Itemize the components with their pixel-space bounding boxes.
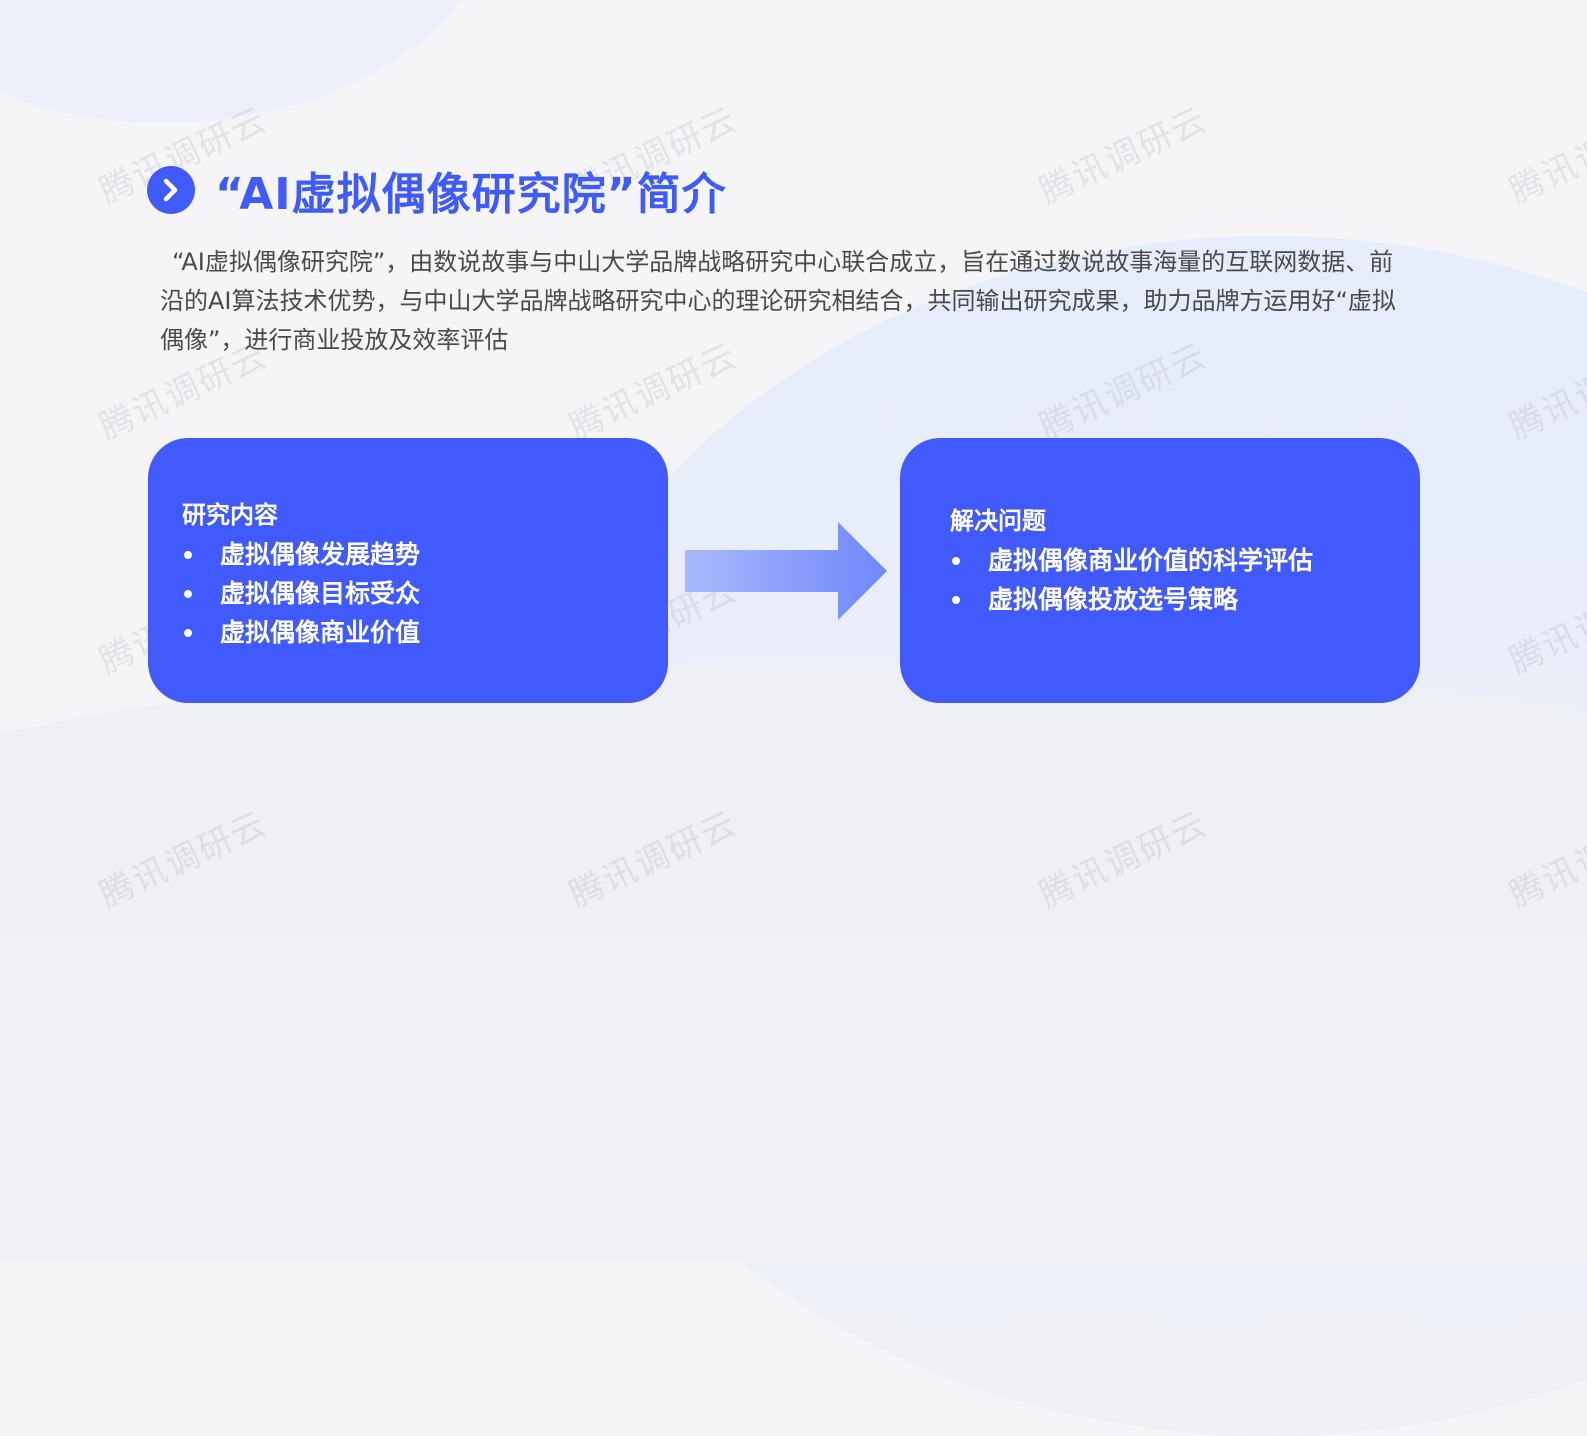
card-heading: 解决问题 [950,507,1046,535]
research-content-card: 研究内容 虚拟偶像发展趋势 虚拟偶像目标受众 虚拟偶像商业价值 [148,438,668,703]
arrow-right-icon [685,522,887,620]
list-item: 虚拟偶像目标受众 [182,574,668,613]
list-item: 虚拟偶像发展趋势 [182,535,668,574]
watermark: 腾讯调研云 [93,803,274,916]
list-item: 虚拟偶像商业价值的科学评估 [950,541,1420,580]
list-item-label: 虚拟偶像投放选号策略 [988,585,1239,614]
list-item: 虚拟偶像商业价值 [182,613,668,652]
list-item-label: 虚拟偶像商业价值 [220,618,421,647]
slide-title: “AI虚拟偶像研究院”简介 [215,169,727,220]
background-shape-right [520,236,1587,1436]
problems-solved-list: 虚拟偶像商业价值的科学评估 虚拟偶像投放选号策略 [950,541,1420,619]
list-item-label: 虚拟偶像目标受众 [220,579,421,608]
watermark: 腾讯调研云 [1503,803,1587,916]
watermark: 腾讯调研云 [563,803,744,916]
bullet-icon [952,595,960,604]
watermark: 腾讯调研云 [1033,99,1214,212]
list-item: 虚拟偶像投放选号策略 [950,580,1420,619]
card-heading: 研究内容 [182,501,278,529]
list-item-label: 虚拟偶像发展趋势 [220,540,421,569]
bullet-icon [184,589,192,598]
intro-paragraph: “AI虚拟偶像研究院”，由数说故事与中山大学品牌战略研究中心联合成立，旨在通过数… [160,248,1396,354]
research-content-list: 虚拟偶像发展趋势 虚拟偶像目标受众 虚拟偶像商业价值 [182,535,668,652]
slide-title-row: “AI虚拟偶像研究院”简介 [147,158,727,222]
list-item-label: 虚拟偶像商业价值的科学评估 [988,546,1314,575]
watermark: 腾讯调研云 [1033,803,1214,916]
watermark: 腾讯调研云 [1503,569,1587,682]
bullet-icon [184,550,192,559]
watermark: 腾讯调研云 [1503,99,1587,212]
background-shape-bottom [0,660,1587,1260]
bullet-icon [952,556,960,565]
problems-solved-card: 解决问题 虚拟偶像商业价值的科学评估 虚拟偶像投放选号策略 [900,438,1420,703]
bullet-icon [184,628,192,637]
background-shape-top-left [0,0,507,140]
watermark: 腾讯调研云 [1503,335,1587,448]
chevron-right-icon [147,166,195,214]
